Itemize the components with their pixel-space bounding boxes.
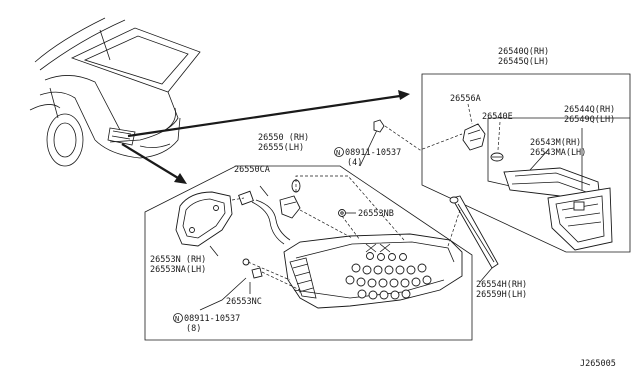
part-labels: 26540Q(RH) 26545Q(LH) 26556A 26540E 2654…	[150, 47, 616, 369]
label-26556A: 26556A	[450, 94, 481, 104]
gasket-part	[175, 191, 233, 247]
outer-lamp-group	[144, 127, 499, 341]
inner-lamp-group	[384, 73, 631, 253]
arrow-to-inner-lamp	[127, 94, 401, 138]
bolt-top-callout: N 08911-10537 (4)	[334, 147, 401, 168]
screw-26553NB	[338, 209, 346, 217]
label-26559H: 26559H(LH)	[476, 290, 527, 300]
led-grid	[345, 252, 432, 300]
arrow-to-outer-lamp	[121, 143, 179, 179]
n-symbol-top: N	[336, 149, 340, 157]
bolt-top-icon	[373, 119, 385, 133]
label-26553NB: 26553NB	[358, 209, 394, 219]
bulb-part	[490, 152, 504, 162]
label-26544Q: 26544Q(RH)	[564, 105, 615, 115]
label-26545Q: 26545Q(LH)	[498, 57, 549, 67]
label-26550CA: 26550CA	[234, 165, 270, 175]
label-26543M: 26543M(RH)	[530, 138, 581, 148]
diagram-id: J265005	[580, 359, 616, 369]
label-26549Q: 26549Q(LH)	[564, 115, 615, 125]
label-26553NA: 26553NA(LH)	[150, 265, 206, 275]
pointer-arrows	[121, 90, 410, 184]
label-26540Q: 26540Q(RH)	[498, 47, 549, 57]
inner-lamp-body	[547, 187, 613, 251]
label-26543MA: 26543MA(LH)	[530, 148, 586, 158]
car-rear-illustration	[29, 17, 201, 167]
bolt-bottom-callout: N 08911-10537 (8)	[173, 313, 240, 334]
label-bolt-bottom-qty: (8)	[186, 324, 201, 334]
seal-strip-part	[449, 195, 499, 269]
label-26550: 26550 (RH)	[258, 133, 309, 143]
label-bolt-bottom: 08911-10537	[184, 314, 240, 324]
bulb-socket-part	[462, 123, 486, 151]
screw-26553NC	[242, 258, 263, 279]
label-bolt-top-qty: (4)	[347, 158, 362, 168]
label-26540E: 26540E	[482, 112, 513, 122]
outer-lamp-box	[144, 165, 473, 341]
label-26553NC: 26553NC	[226, 297, 262, 307]
label-26554H: 26554H(RH)	[476, 280, 527, 290]
harness-connector	[238, 179, 301, 245]
label-bolt-top: 08911-10537	[345, 148, 401, 158]
n-symbol-bottom: N	[175, 315, 179, 323]
outer-lamp-assembly	[283, 233, 463, 309]
inner-lamp-box	[421, 73, 631, 253]
label-26555: 26555(LH)	[258, 143, 304, 153]
label-26553N: 26553N (RH)	[150, 255, 206, 265]
